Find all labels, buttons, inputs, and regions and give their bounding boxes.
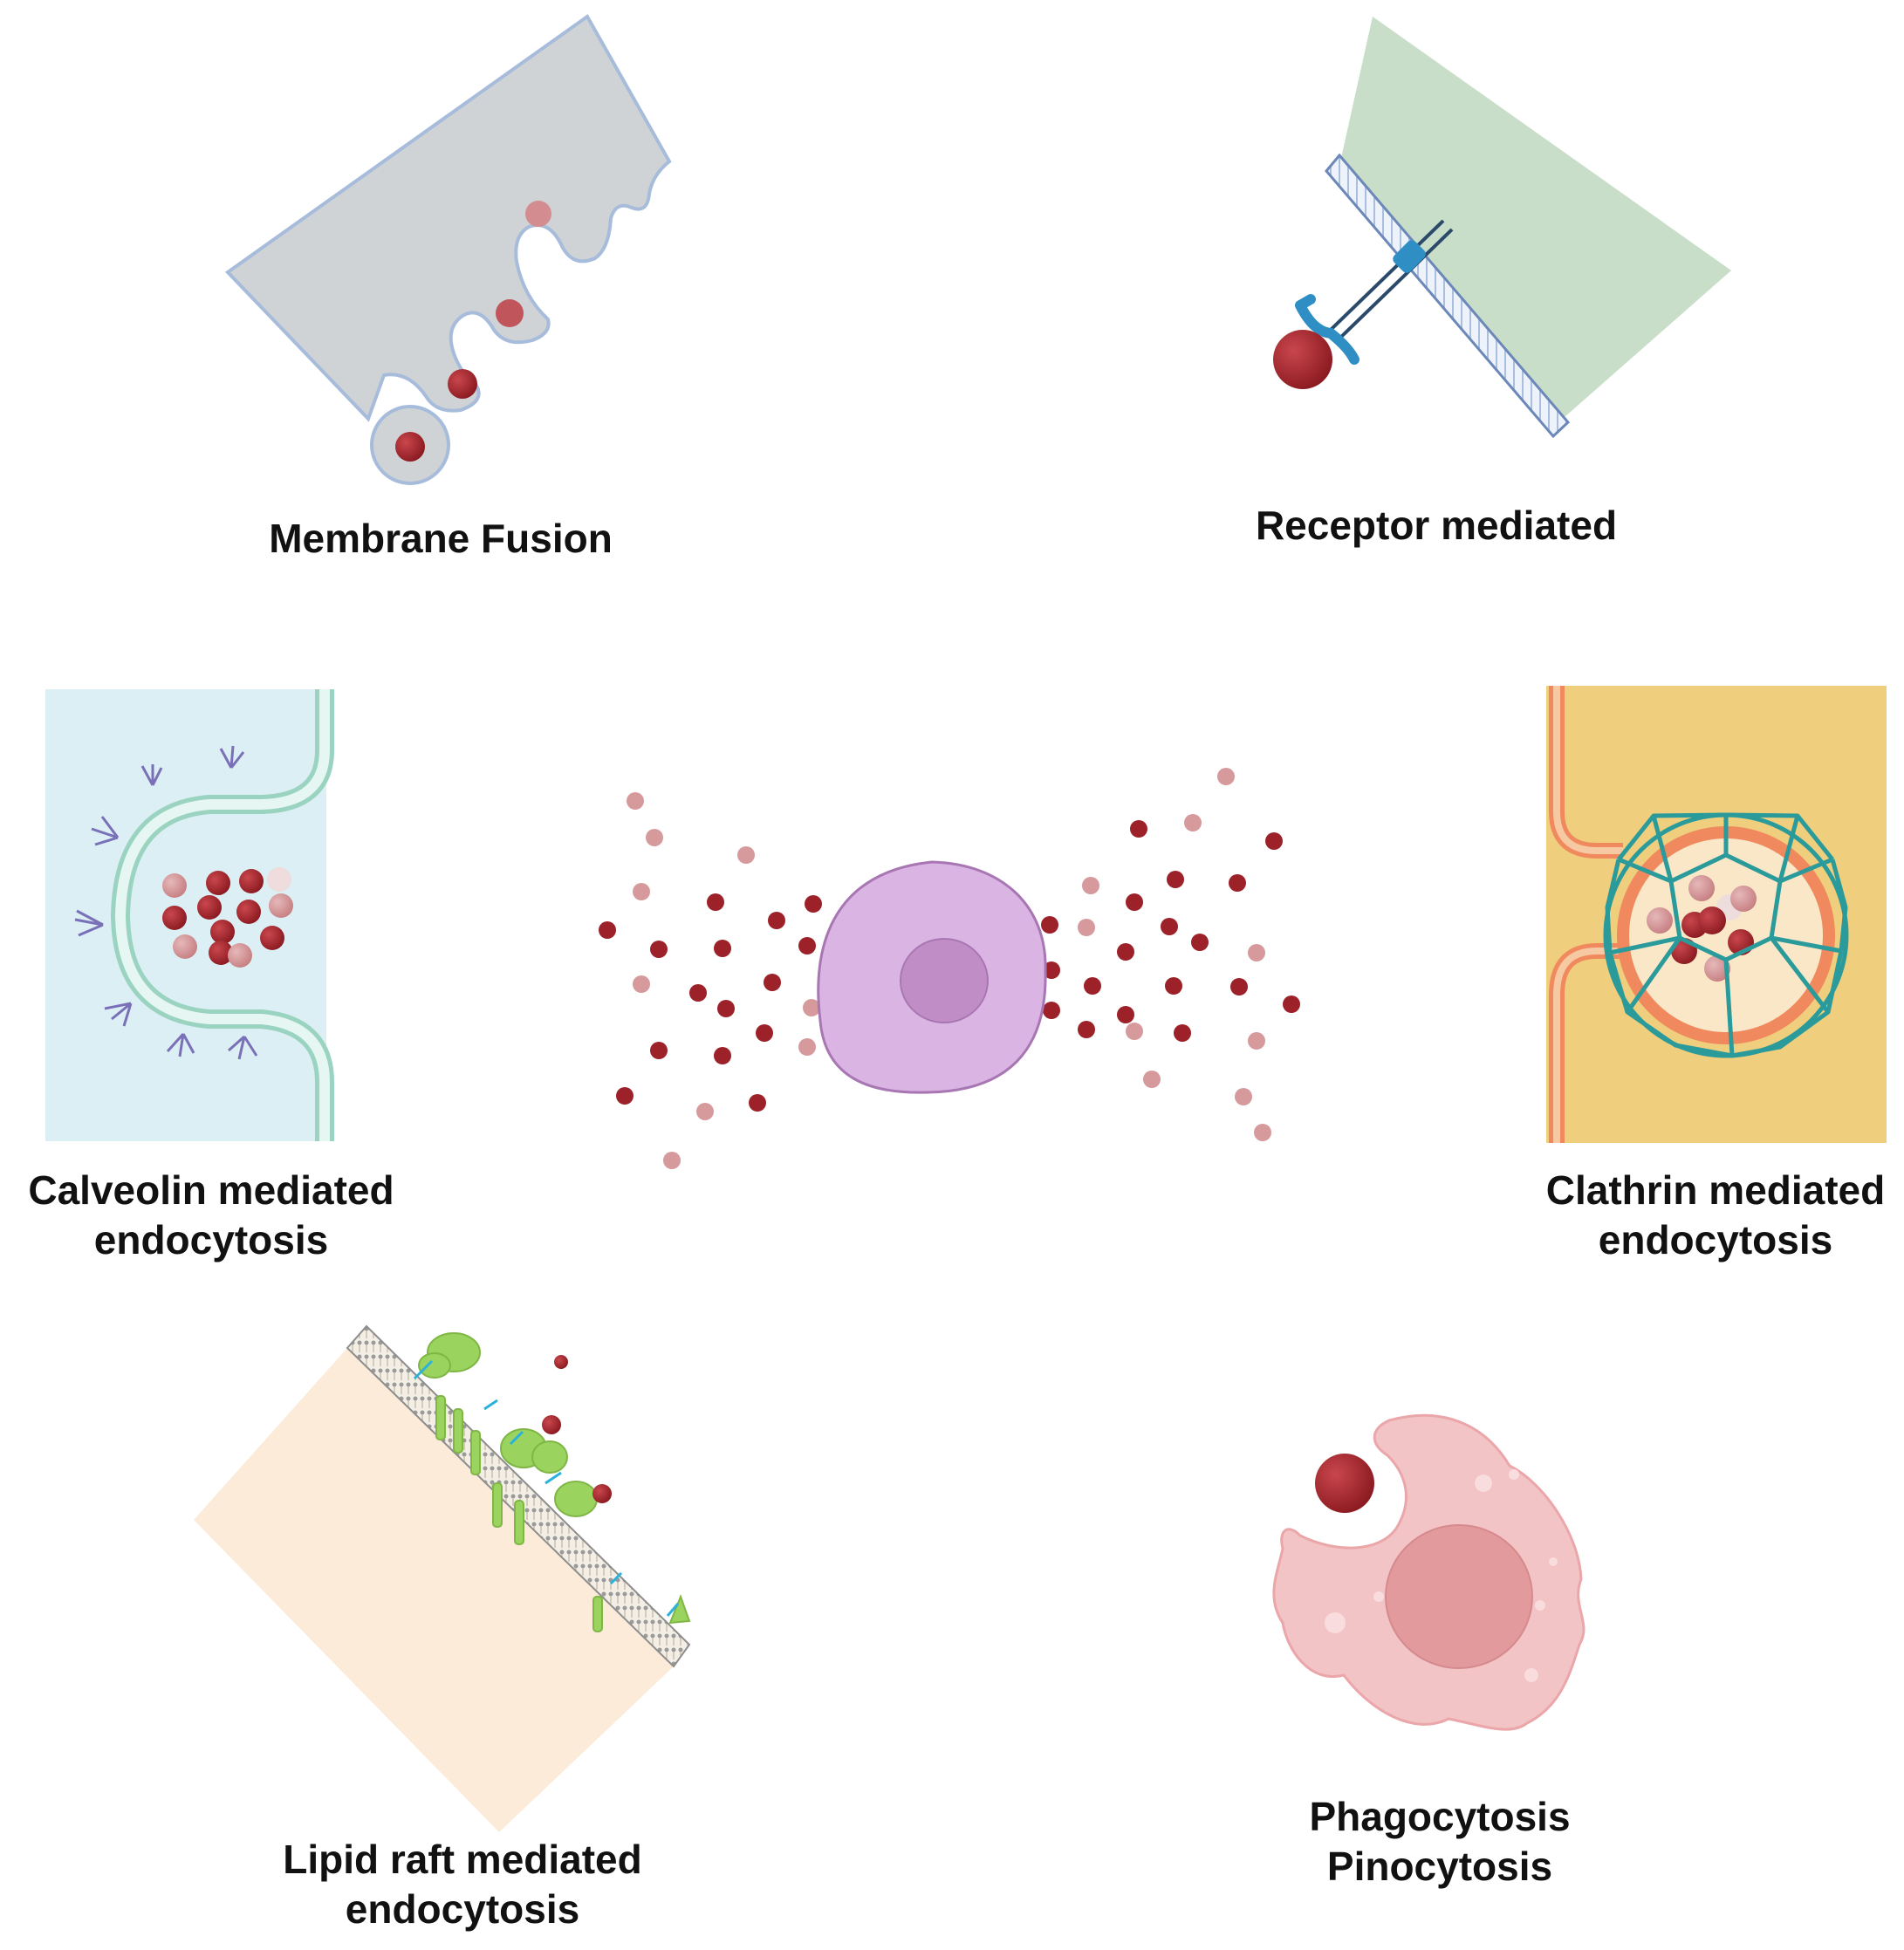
free-particle-46 [1078,1021,1095,1038]
free-particle-16 [803,999,820,1016]
free-particle-4 [633,883,650,900]
free-particle-47 [1126,1023,1143,1040]
free-particle-39 [1043,961,1060,979]
caveolin-vesicle-particles [162,867,293,968]
clathrin-vesicle-membrane [1617,826,1835,1044]
pinocytosis-label: Pinocytosis [1327,1844,1552,1889]
phagocytosis-label: Phagocytosis [1309,1794,1570,1839]
free-particle-22 [696,1103,714,1120]
free-particle-14 [764,974,781,991]
lipid-raft-panel: Lipid raft mediated endocytosis [194,1324,691,1932]
membrane-fusion-panel: Membrane Fusion [224,14,672,561]
free-particle-15 [717,1000,735,1017]
particle-cloud [599,768,1300,1169]
calveolin-label-line2: endocytosis [94,1217,328,1262]
free-particle-11 [798,937,816,954]
free-particle-18 [650,1042,668,1059]
free-particle-31 [1167,871,1184,888]
free-particle-3 [737,846,755,864]
free-particle-20 [798,1038,816,1056]
receptor-cell-region [1339,17,1731,417]
free-particle-51 [1235,1088,1252,1105]
phagocytosed-particle [1315,1454,1374,1513]
receptor-bound-particle [1273,330,1332,389]
lipid-raft-particle-3 [592,1484,612,1503]
free-particle-17 [756,1024,773,1042]
free-particle-6 [707,893,724,911]
membrane-fusion-particle-4 [525,201,551,227]
free-particle-10 [714,940,731,957]
lipid-raft-particle-1 [554,1355,568,1369]
free-particle-50 [1143,1071,1161,1088]
free-particle-5 [599,921,616,939]
phagocyte-vacuoles [1325,1469,1558,1682]
free-particle-9 [650,941,668,958]
free-particle-33 [1041,916,1058,934]
central-cell-nucleus [900,938,989,1023]
free-particle-49 [1248,1032,1265,1050]
clathrin-cage [1603,812,1849,1058]
free-particle-25 [1217,768,1235,785]
receptor-mediated-label: Receptor mediated [1256,503,1617,548]
free-particle-28 [1265,832,1283,850]
membrane-fusion-vesicle [370,405,450,485]
free-particle-27 [1184,814,1202,831]
raft-proteins [418,1332,691,1632]
receptor-mediated-panel: Receptor mediated [1256,17,1731,548]
clathrin-label-line2: endocytosis [1599,1217,1832,1262]
free-particle-8 [768,912,785,929]
membrane-fusion-cell-region [224,14,672,422]
lipid-raft-particle-2 [542,1415,561,1434]
free-particle-32 [1229,874,1246,892]
clathrin-panel: Clathrin mediated endocytosis [1546,686,1887,1262]
calveolin-label-line1: Calveolin mediated [28,1167,394,1213]
free-particle-43 [1230,978,1248,996]
free-particle-13 [689,984,707,1002]
free-particle-7 [805,895,822,913]
phagocyte-nucleus [1385,1524,1533,1669]
lipid-raft-cell-region [194,1348,674,1832]
free-particle-23 [749,1094,766,1112]
clathrin-label-line1: Clathrin mediated [1546,1167,1886,1213]
lipid-raft-label-line2: endocytosis [346,1886,579,1932]
free-particle-44 [1283,996,1300,1013]
membrane-fusion-particle-2 [448,369,477,399]
free-particle-29 [1082,877,1099,894]
free-particle-34 [1078,919,1095,936]
free-particle-35 [1117,943,1134,961]
phagocytosis-panel: Phagocytosis Pinocytosis [1272,1413,1586,1889]
free-particle-52 [1254,1124,1271,1141]
free-particle-2 [646,829,663,846]
free-particle-19 [714,1047,731,1064]
central-cell-scene [599,768,1300,1169]
receptor-protein [1295,219,1454,365]
calveolin-panel: Calveolin mediated endocytosis [28,689,394,1262]
free-particle-45 [1043,1002,1060,1019]
free-particle-24 [663,1152,681,1169]
lipid-raft-membrane [346,1324,691,1668]
receptor-membrane-bilayer [1325,153,1571,439]
free-particle-40 [1084,977,1101,995]
free-particle-12 [633,975,650,993]
free-particle-41 [1117,1006,1134,1023]
free-particle-42 [1165,977,1182,995]
free-particle-37 [1191,934,1209,951]
free-particle-30 [1126,893,1143,911]
membrane-fusion-label: Membrane Fusion [269,516,613,561]
membrane-fusion-particle-1 [395,432,425,462]
free-particle-36 [1161,918,1178,935]
free-particle-26 [1130,820,1147,838]
free-particle-48 [1174,1024,1191,1042]
caveolin-coat-proteins [74,745,258,1060]
lipid-raft-label-line1: Lipid raft mediated [283,1837,641,1882]
raft-glycans [413,1359,680,1617]
free-particle-38 [1248,944,1265,961]
free-particle-21 [616,1087,634,1105]
free-particle-1 [627,792,644,810]
membrane-fusion-particle-3 [496,299,524,327]
